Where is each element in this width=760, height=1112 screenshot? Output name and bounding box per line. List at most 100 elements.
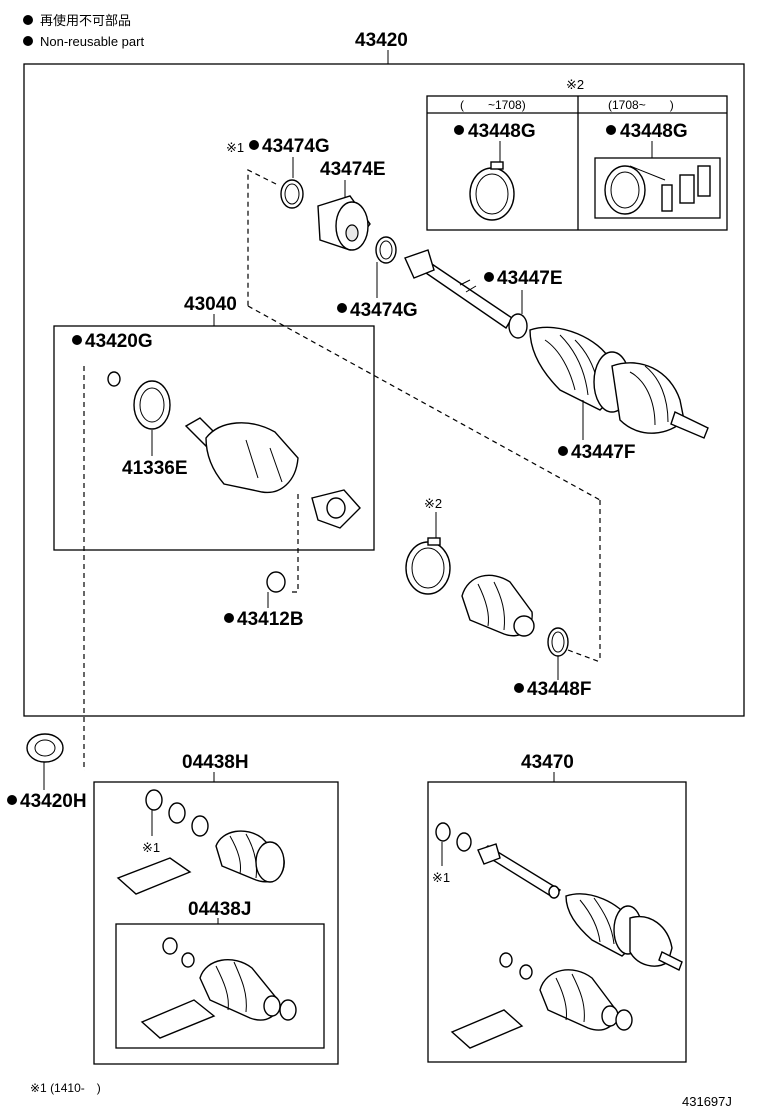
label-43470: 43470 bbox=[521, 752, 574, 773]
clamp-43447E bbox=[508, 313, 528, 339]
label-04438J: 04438J bbox=[188, 899, 251, 920]
inner-boot-end bbox=[513, 615, 535, 637]
clamp-43448F-inner bbox=[551, 631, 565, 653]
seal-41336E-inner bbox=[139, 387, 165, 423]
r-grease bbox=[450, 1009, 524, 1049]
snap-ring-43420G bbox=[107, 371, 121, 387]
clamp-43448G-a-inner bbox=[475, 173, 509, 215]
label-43040: 43040 bbox=[184, 294, 237, 315]
dash-diagonal bbox=[247, 305, 601, 501]
kit-h-grease bbox=[116, 857, 192, 895]
legend-jp: 再使用不可部品 bbox=[40, 13, 131, 28]
footer-note: ※1 (1410- ) bbox=[30, 1081, 101, 1095]
kit-j-grease bbox=[140, 999, 216, 1039]
label-43448G-a: 43448G bbox=[468, 121, 536, 142]
kit-tag-2 bbox=[679, 174, 695, 204]
mark-43474G-top: ※1 bbox=[226, 140, 244, 155]
kit-h-clamp-3 bbox=[191, 815, 209, 837]
outer-joint bbox=[611, 362, 685, 434]
dash-top-left bbox=[247, 169, 277, 306]
clamp-43474G-lower bbox=[375, 236, 397, 264]
r-outer-stub bbox=[658, 951, 683, 971]
note2-box bbox=[426, 95, 728, 231]
label-43474E: 43474E bbox=[320, 159, 386, 180]
r-ring-lower-2 bbox=[519, 964, 533, 980]
clamp-43474G-lower-inner bbox=[379, 240, 393, 260]
r-clamp-2 bbox=[456, 832, 472, 852]
note2-col1-header: ( ~1708) bbox=[460, 98, 526, 112]
clamp-43448G-b-inner bbox=[610, 171, 640, 209]
kit-j-clamp bbox=[279, 999, 297, 1021]
dot-43448G-b bbox=[606, 125, 616, 135]
label-43412B: 43412B bbox=[237, 609, 304, 630]
shaft-groove bbox=[459, 279, 477, 293]
r-spline bbox=[477, 843, 501, 865]
inner-boot bbox=[461, 574, 533, 637]
dot-43448G-a bbox=[454, 125, 464, 135]
inner-boot-folds bbox=[477, 581, 505, 631]
label-43448G-b: 43448G bbox=[620, 121, 688, 142]
r-outer-boot-folds bbox=[579, 897, 615, 945]
legend-dot-jp bbox=[23, 15, 33, 25]
dot-43447E bbox=[484, 272, 494, 282]
tripod-roller bbox=[326, 497, 346, 519]
note2-col2-header: (1708~ ) bbox=[608, 98, 674, 112]
kit-j-boot-end bbox=[263, 995, 281, 1017]
label-41336E: 41336E bbox=[122, 458, 188, 479]
box-04438H bbox=[93, 781, 339, 1065]
label-43447E: 43447E bbox=[497, 268, 563, 289]
dot-43420G bbox=[72, 335, 82, 345]
label-43447F: 43447F bbox=[571, 442, 635, 463]
footer-code: 431697J bbox=[682, 1094, 732, 1109]
box-43420 bbox=[23, 63, 745, 717]
label-43448F: 43448F bbox=[527, 679, 591, 700]
legend-dot-en bbox=[23, 36, 33, 46]
dot-43412B bbox=[224, 613, 234, 623]
dot-43447F bbox=[558, 446, 568, 456]
dot-43448F bbox=[514, 683, 524, 693]
boot-43474E-hole bbox=[345, 224, 359, 242]
dash-43412B bbox=[290, 494, 299, 593]
legend-en: Non-reusable part bbox=[40, 34, 144, 49]
r-inner-boot-folds bbox=[555, 973, 585, 1023]
clamp-boot-large-tab bbox=[427, 537, 441, 546]
inner-housing-lines bbox=[245, 439, 283, 483]
kit-h-boot-clamp bbox=[255, 841, 285, 883]
r-ring bbox=[548, 885, 560, 899]
dot-43474G-top bbox=[249, 140, 259, 150]
kit-43448G-b-box bbox=[594, 157, 721, 219]
kit-tag-1 bbox=[661, 184, 673, 212]
box-04438J bbox=[115, 923, 325, 1049]
outer-stub bbox=[670, 411, 709, 439]
clamp-43448G-a-tab bbox=[490, 161, 504, 170]
dot-43420H bbox=[7, 795, 17, 805]
mark1-right: ※1 bbox=[432, 870, 450, 885]
box-43470 bbox=[427, 781, 687, 1063]
kit-j-boot-folds bbox=[215, 961, 247, 1013]
outer-joint-lines bbox=[629, 365, 669, 426]
mark1-kit: ※1 bbox=[142, 840, 160, 855]
label-04438H: 04438H bbox=[182, 752, 249, 773]
clamp-43474G-top-inner bbox=[284, 183, 300, 205]
clamp-boot-large bbox=[405, 541, 451, 595]
dot-43474G-lower bbox=[337, 303, 347, 313]
note2-mark: ※2 bbox=[566, 77, 584, 92]
r-inner-clamp bbox=[615, 1009, 633, 1031]
bearing-43420H-inner bbox=[34, 739, 56, 757]
bearing-43420H bbox=[26, 733, 64, 763]
label-43474G-lower: 43474G bbox=[350, 300, 418, 321]
label-43420H: 43420H bbox=[20, 791, 87, 812]
label-43420: 43420 bbox=[355, 30, 408, 51]
dash-43448F bbox=[567, 649, 601, 663]
shaft-spline bbox=[404, 249, 435, 279]
label-43420G: 43420G bbox=[85, 331, 153, 352]
kit-j-ring-1 bbox=[162, 937, 178, 955]
r-inner-boot-end bbox=[601, 1005, 619, 1027]
box-43040 bbox=[53, 325, 375, 551]
kit-j-ring-2 bbox=[181, 952, 195, 968]
clamp-43448G-a bbox=[469, 167, 515, 221]
kit-h-clamp-2 bbox=[168, 802, 186, 824]
kit-tag-3 bbox=[697, 165, 711, 197]
kit-h-boot-folds bbox=[229, 833, 257, 879]
